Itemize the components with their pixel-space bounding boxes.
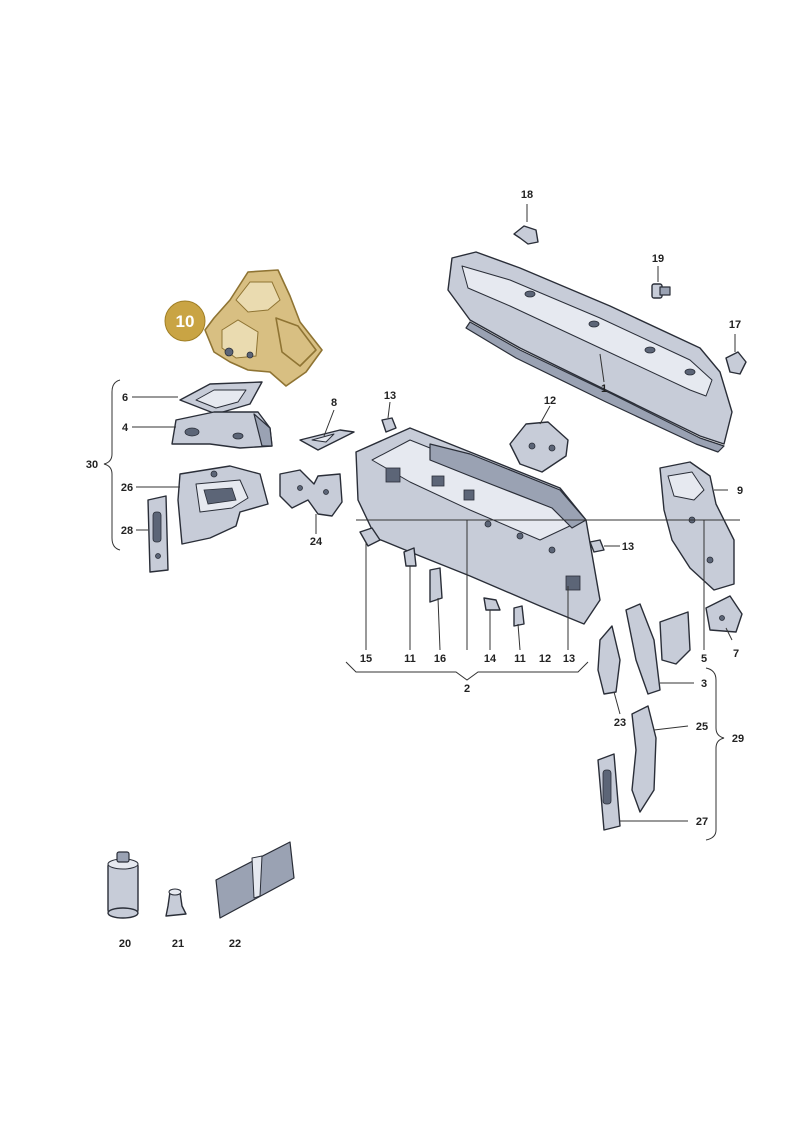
callout-5: 5 xyxy=(701,653,707,665)
callout-13-top: 13 xyxy=(384,390,396,402)
part-17-clip[interactable] xyxy=(725,351,747,375)
callout-25: 25 xyxy=(696,721,708,733)
callout-1: 1 xyxy=(601,383,607,395)
callout-12-top: 12 xyxy=(544,395,556,407)
part-19-bolt[interactable] xyxy=(651,283,671,299)
callout-15: 15 xyxy=(360,653,372,665)
callout-20: 20 xyxy=(119,938,131,950)
callout-17: 17 xyxy=(729,319,741,331)
part-7[interactable] xyxy=(705,595,743,633)
callout-30: 30 xyxy=(86,459,98,471)
part-24[interactable] xyxy=(279,469,343,517)
part-13-clip-right[interactable] xyxy=(589,539,605,553)
callout-27: 27 xyxy=(696,816,708,828)
callout-3: 3 xyxy=(701,678,707,690)
callout-24: 24 xyxy=(310,536,323,548)
part-28[interactable] xyxy=(147,495,169,573)
highlight-badge-10[interactable]: 10 xyxy=(164,300,206,342)
part-13-clip-top[interactable] xyxy=(381,417,397,433)
part-10-highlighted[interactable] xyxy=(204,269,323,387)
callout-4: 4 xyxy=(122,422,129,434)
part-6[interactable] xyxy=(179,381,263,415)
part-22-sealing-panel[interactable] xyxy=(215,841,295,919)
part-27[interactable] xyxy=(597,753,621,831)
callout-14: 14 xyxy=(484,653,497,665)
callout-23: 23 xyxy=(614,717,626,729)
callout-7: 7 xyxy=(733,648,739,660)
callout-12-bottom: 12 xyxy=(539,653,551,665)
part-3[interactable] xyxy=(625,603,661,695)
part-25[interactable] xyxy=(631,705,657,813)
part-15-clip[interactable] xyxy=(359,527,381,547)
callout-13-right: 13 xyxy=(622,541,634,553)
callout-22: 22 xyxy=(229,938,241,950)
callout-8: 8 xyxy=(331,397,337,409)
group-brace-29 xyxy=(705,667,725,841)
callout-11-right: 11 xyxy=(514,653,526,665)
part-11-clip-right[interactable] xyxy=(513,605,525,627)
part-11-clip-left[interactable] xyxy=(403,547,417,567)
callout-labels: 18 19 17 1 6 4 30 26 28 8 24 13 12 9 13 … xyxy=(86,189,744,950)
callout-19: 19 xyxy=(652,253,664,265)
part-12-bracket[interactable] xyxy=(509,421,569,473)
part-23[interactable] xyxy=(597,625,621,695)
callout-6: 6 xyxy=(122,392,128,404)
callout-21: 21 xyxy=(172,938,184,950)
group-brace-30 xyxy=(103,379,121,551)
part-18-clip[interactable] xyxy=(513,225,539,245)
part-4[interactable] xyxy=(171,411,273,449)
part-14-clip[interactable] xyxy=(483,597,501,611)
callout-2: 2 xyxy=(464,683,470,695)
callout-18: 18 xyxy=(521,189,533,201)
callout-28: 28 xyxy=(121,525,133,537)
group-bracket-2 xyxy=(345,661,589,681)
leader-lines xyxy=(132,204,740,822)
part-16-clip[interactable] xyxy=(429,567,443,603)
part-26[interactable] xyxy=(177,465,269,545)
callout-29: 29 xyxy=(732,733,744,745)
part-1-cross-member[interactable] xyxy=(447,251,733,453)
callout-13-bottom: 13 xyxy=(563,653,575,665)
part-20-can[interactable] xyxy=(107,851,139,919)
highlight-badge-label: 10 xyxy=(176,312,195,331)
part-21-plug[interactable] xyxy=(165,888,187,917)
part-2-rear-panel[interactable] xyxy=(355,427,601,625)
part-5[interactable] xyxy=(659,611,691,665)
part-8[interactable] xyxy=(299,429,355,451)
callout-9: 9 xyxy=(737,485,743,497)
callout-26: 26 xyxy=(121,482,133,494)
callout-16: 16 xyxy=(434,653,446,665)
part-9[interactable] xyxy=(659,461,735,591)
callout-11-left: 11 xyxy=(404,653,416,665)
